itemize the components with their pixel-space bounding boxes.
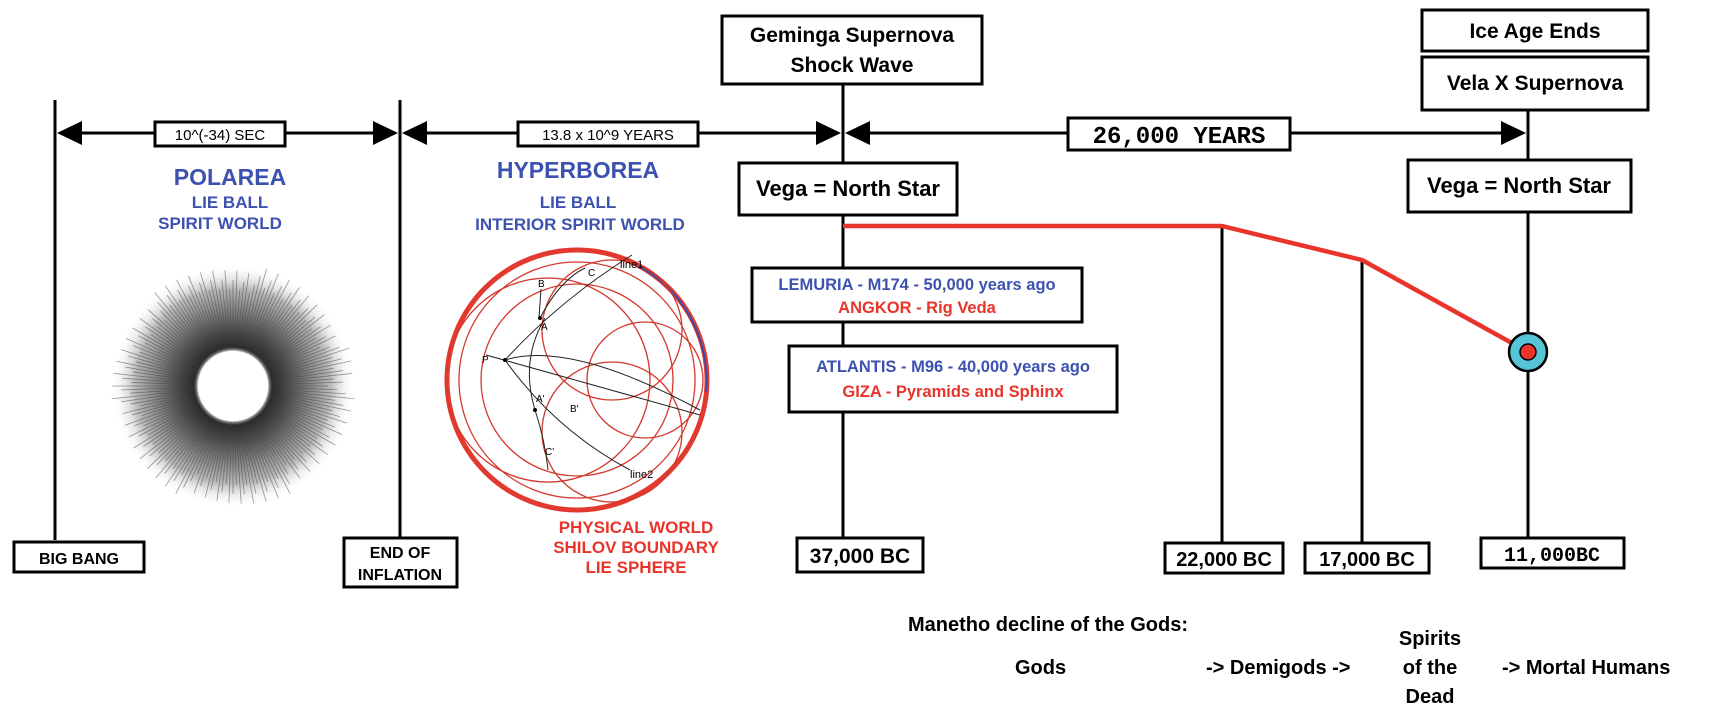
bc17000-label: 17,000 BC [1319,549,1415,571]
interval-1-label: 10^(-34) SEC [175,127,266,144]
poincare-disk-image [444,247,710,513]
polarea-starburst-image [111,264,355,508]
lemuria-box [750,266,1084,324]
manetho-demigods: -> Demigods -> [1206,657,1350,679]
atlantis-box [787,344,1119,414]
polarea-line-2: SPIRIT WORLD [158,214,282,233]
vela-box [1420,55,1650,112]
hyperborea-line-1: LIE BALL [540,193,617,212]
manetho-spirits-1: Spirits [1399,628,1461,650]
interval-2-label: 13.8 x 10^9 YEARS [542,127,674,144]
end-of-inflation-line-2: INFLATION [358,567,442,584]
lemuria-red: ANGKOR - Rig Veda [838,299,997,317]
manetho-spirits-2: of the [1403,657,1457,679]
vega-label-2: Vega = North Star [1427,173,1611,198]
physical-line-1: PHYSICAL WORLD [559,518,714,537]
manetho-gods: Gods [1015,657,1066,679]
end-of-inflation-line-1: END OF [370,545,431,562]
vega-box-2 [1406,158,1633,214]
interval-2-box [516,120,700,148]
vela-label: Vela X Supernova [1447,72,1624,95]
disk-point-b2: B' [570,404,579,415]
ice-age-label: Ice Age Ends [1469,20,1600,43]
disk-point-p: P [482,355,489,366]
bc37000-label: 37,000 BC [810,545,910,568]
interval-3-box [1066,116,1292,152]
end-of-inflation-box [342,536,459,589]
disk-point-a: A [541,322,548,333]
vega-box-1 [737,161,959,217]
disk-label-line2: line2 [630,469,653,481]
disk-point-c: C [588,268,595,279]
disk-label-line1: line1 [620,259,643,271]
interval-3-label: 26,000 YEARS [1093,124,1266,151]
disk-point-c2: C' [545,447,554,458]
geminga-line-1: Geminga Supernova [750,24,955,47]
manetho-title: Manetho decline of the Gods: [908,614,1188,636]
disk-point-b: B [538,279,545,290]
physical-line-2: SHILOV BOUNDARY [553,538,719,557]
hyperborea-line-2: INTERIOR SPIRIT WORLD [475,215,685,234]
big-bang-box [12,540,146,574]
decline-line [843,223,1530,354]
bc22000-box [1163,541,1285,575]
manetho-mortal: -> Mortal Humans [1502,657,1670,679]
bc17000-box [1303,541,1431,575]
bc22000-label: 22,000 BC [1176,549,1272,571]
geminga-line-2: Shock Wave [791,54,914,77]
ice-age-box [1420,8,1650,53]
present-marker [1507,331,1549,373]
interval-1-box [153,120,287,148]
atlantis-red: GIZA - Pyramids and Sphinx [842,383,1064,401]
disk-point-a2: A' [536,394,545,405]
bc11000-label: 11,000BC [1504,545,1600,568]
lemuria-blue: LEMURIA - M174 - 50,000 years ago [778,276,1055,294]
manetho-spirits-3: Dead [1406,686,1455,708]
polarea-title: POLAREA [174,164,286,190]
atlantis-blue: ATLANTIS - M96 - 40,000 years ago [816,358,1090,376]
geminga-box [720,14,984,86]
physical-line-3: LIE SPHERE [585,558,686,577]
big-bang-label: BIG BANG [39,551,119,568]
hyperborea-title: HYPERBOREA [497,157,659,183]
vega-label-1: Vega = North Star [756,176,940,201]
bc37000-box [795,536,925,574]
bc11000-box [1479,536,1626,570]
polarea-line-1: LIE BALL [192,193,269,212]
